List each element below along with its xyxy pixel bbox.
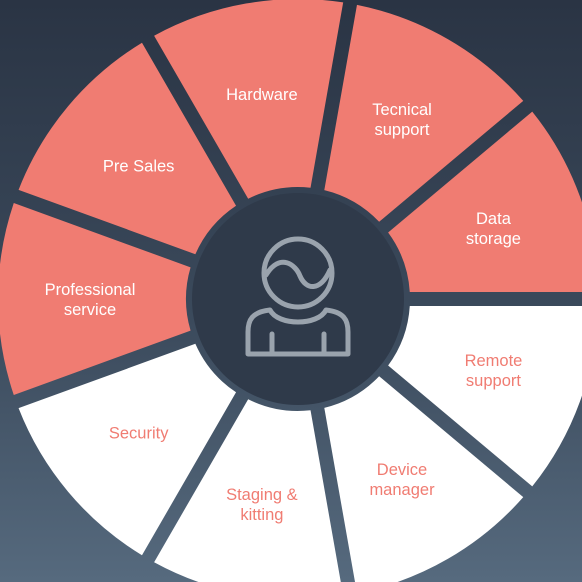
segment-label-line: manager bbox=[369, 481, 435, 499]
segment-label-line: Pre Sales bbox=[103, 157, 175, 175]
segment-label-line: Tecnical bbox=[372, 101, 432, 119]
segment-label-line: Professional bbox=[45, 281, 136, 299]
segment-label-security: Security bbox=[109, 425, 169, 443]
segment-technical-support bbox=[324, 4, 524, 222]
segment-staging-kitting bbox=[154, 399, 341, 582]
segment-label-line: Security bbox=[109, 425, 169, 443]
segment-label-line: support bbox=[374, 121, 429, 139]
segment-remote-support bbox=[388, 305, 582, 487]
segment-label-data-storage: Data storage bbox=[466, 210, 521, 248]
segment-security bbox=[18, 343, 237, 556]
segment-label-line: storage bbox=[466, 230, 521, 248]
segment-label-device-manager: Device manager bbox=[369, 461, 435, 499]
segment-pre-sales bbox=[18, 42, 237, 255]
center-hub bbox=[192, 193, 404, 405]
segment-label-line: Hardware bbox=[226, 86, 298, 104]
segment-label-line: Remote bbox=[465, 352, 523, 370]
person-icon bbox=[245, 236, 351, 357]
segment-label-hardware: Hardware bbox=[226, 86, 298, 104]
segment-label-professional-service: Professional service bbox=[45, 281, 136, 319]
segment-label-remote-support: Remote support bbox=[465, 352, 523, 390]
segment-device-manager bbox=[324, 376, 524, 582]
segment-label-pre-sales: Pre Sales bbox=[103, 157, 175, 175]
segment-label-line: service bbox=[64, 301, 116, 319]
segment-label-staging-kitting: Staging & kitting bbox=[226, 486, 298, 524]
segment-label-technical-support: Tecnical support bbox=[372, 101, 432, 139]
segment-label-line: Device bbox=[377, 461, 427, 479]
segment-hardware bbox=[154, 0, 344, 199]
segment-data-storage bbox=[388, 111, 582, 293]
segment-label-line: support bbox=[466, 372, 521, 390]
segment-label-line: kitting bbox=[240, 506, 283, 524]
segment-label-line: Staging & bbox=[226, 486, 298, 504]
segment-professional-service bbox=[0, 202, 191, 396]
segment-label-line: Data bbox=[476, 210, 512, 228]
